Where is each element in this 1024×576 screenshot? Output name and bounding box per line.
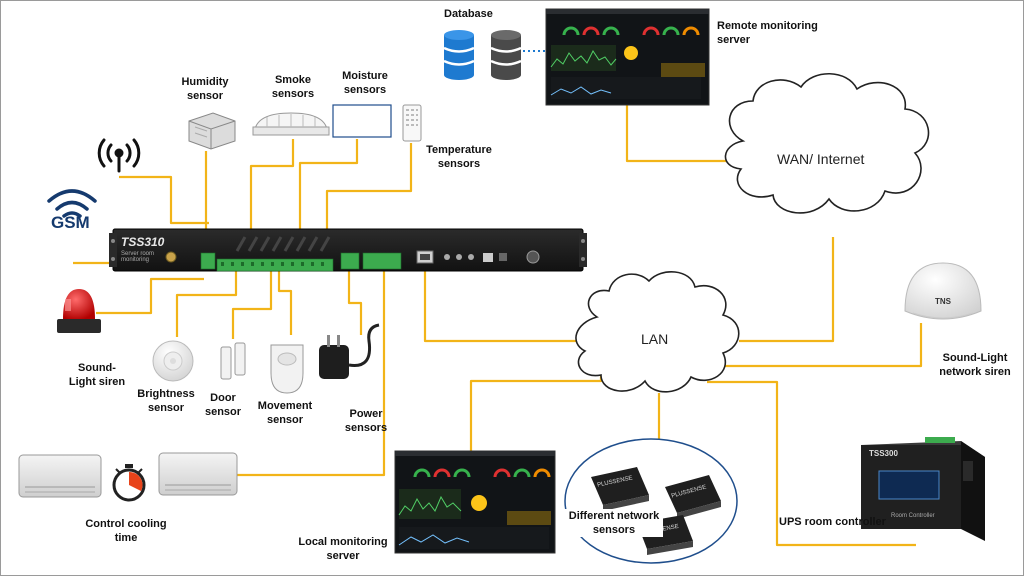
temperature-label: Temperature sensors xyxy=(426,144,492,170)
network-siren-label: Sound-Light network siren xyxy=(939,352,1011,378)
wire-device-lan xyxy=(423,259,579,343)
controller-caption-label: Room Controller xyxy=(891,513,935,519)
power-label: Power sensors xyxy=(344,408,388,434)
smoke-label: Smoke sensors xyxy=(271,74,315,100)
remote-dashboard-screenshot xyxy=(545,8,710,106)
lan-cloud xyxy=(575,271,740,393)
lan-label: LAN xyxy=(641,331,669,347)
local-dashboard-screenshot xyxy=(394,450,556,554)
wire-movement xyxy=(277,271,293,335)
database-label: Database xyxy=(444,8,493,20)
moisture-label: Moisture sensors xyxy=(342,70,388,96)
ups-label: UPS room controller xyxy=(779,516,886,528)
timer-icon xyxy=(112,464,146,502)
network-sensor-box-2 xyxy=(665,475,721,519)
wire-wan-lan xyxy=(739,237,835,343)
gsm-icon xyxy=(47,189,97,218)
wire-door xyxy=(231,271,273,339)
wire-antenna xyxy=(119,175,209,225)
wire-lan-local-server xyxy=(469,376,603,453)
humidity-sensor-icon xyxy=(188,112,236,150)
siren-brand-label: TNS xyxy=(935,297,951,306)
door-label: Door sensor xyxy=(204,392,242,418)
controller-model-label: TSS300 xyxy=(869,449,898,458)
network-sensors-label: Different network sensors xyxy=(565,509,663,537)
moisture-sensor-icon xyxy=(332,104,392,138)
temperature-sensor-icon xyxy=(402,104,422,142)
wire-power xyxy=(347,271,363,335)
siren-label: Sound-Light siren xyxy=(68,362,126,388)
wan-label: WAN/ Internet xyxy=(777,151,865,167)
sound-light-siren-icon xyxy=(57,289,101,333)
network-siren-icon xyxy=(904,262,982,320)
wire-cooling xyxy=(237,271,386,477)
air-conditioner-left-icon xyxy=(18,454,102,498)
smoke-sensor-icon xyxy=(252,112,330,136)
power-sensor-icon xyxy=(319,323,380,379)
network-sensor-box-1 xyxy=(591,467,649,511)
wire-lan-ups xyxy=(707,380,916,547)
ups-controller-icon xyxy=(861,437,985,541)
air-conditioner-right-icon xyxy=(158,452,238,496)
brightness-sensor-icon xyxy=(152,340,194,382)
wire-temperature xyxy=(325,143,413,259)
database-icon-gray xyxy=(490,30,522,80)
device-subtitle-label: Server room monitoring xyxy=(121,251,155,263)
wan-cloud xyxy=(724,73,930,214)
movement-label: Movement sensor xyxy=(257,400,313,426)
cooling-label: Control cooling time xyxy=(85,518,167,544)
local-server-label: Local monitoring server xyxy=(298,536,388,562)
antenna-icon xyxy=(97,138,141,173)
wire-siren xyxy=(96,277,204,315)
rack-device-tss310 xyxy=(109,228,587,272)
gsm-label: GSM xyxy=(51,213,90,232)
database-icon-blue xyxy=(443,30,475,80)
humidity-label: Humidity sensor xyxy=(181,76,229,102)
movement-sensor-icon xyxy=(270,344,304,394)
wire-brightness xyxy=(175,271,238,337)
door-sensor-icon xyxy=(220,342,246,380)
device-model-label: TSS310 xyxy=(121,235,165,249)
wire-smoke xyxy=(249,139,295,255)
remote-server-label: Remote monitoring server xyxy=(717,20,818,46)
brightness-label: Brightness sensor xyxy=(137,388,195,414)
wire-lan-network-siren xyxy=(713,323,923,368)
wire-remote-wan xyxy=(625,103,727,163)
wire-moisture xyxy=(298,139,359,259)
